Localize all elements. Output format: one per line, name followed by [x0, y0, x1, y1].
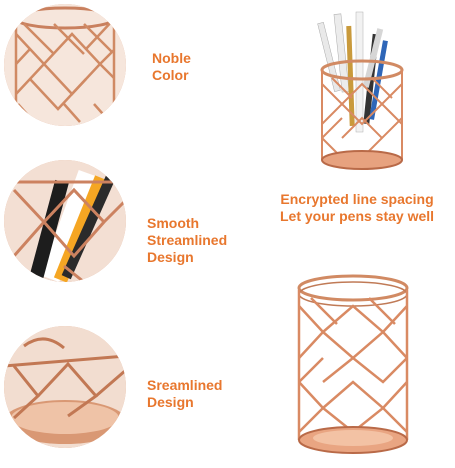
detail-image-middle [4, 160, 126, 282]
product-image-with-pens [300, 8, 420, 174]
label-line: Smooth [147, 215, 200, 231]
wire-base-closeup [4, 326, 126, 448]
pen-holder-empty [297, 274, 409, 454]
label-noble-color: Noble Color [152, 50, 191, 84]
pen-holder-with-pens [317, 11, 404, 170]
label-line: Encrypted line spacing [280, 191, 434, 207]
detail-image-bottom [4, 326, 126, 448]
label-line: Streamlined [147, 232, 228, 248]
label-encrypted-line-spacing: Encrypted line spacing Let your pens sta… [280, 191, 434, 225]
label-line: Sreamlined [147, 377, 223, 393]
label-sreamlined-design: Sreamlined Design [147, 377, 222, 411]
detail-image-top [4, 4, 126, 126]
label-line: Let your pens stay well [280, 208, 435, 224]
wire-with-pens-closeup [4, 160, 126, 282]
product-image-empty [283, 270, 423, 458]
label-line: Design [147, 249, 194, 265]
wire-mesh-closeup-top [4, 4, 126, 126]
label-smooth-streamlined: Smooth Streamlined Design [147, 215, 227, 266]
label-line: Design [147, 394, 194, 410]
label-line: Noble [152, 50, 191, 66]
label-line: Color [152, 67, 189, 83]
pens [317, 11, 388, 133]
